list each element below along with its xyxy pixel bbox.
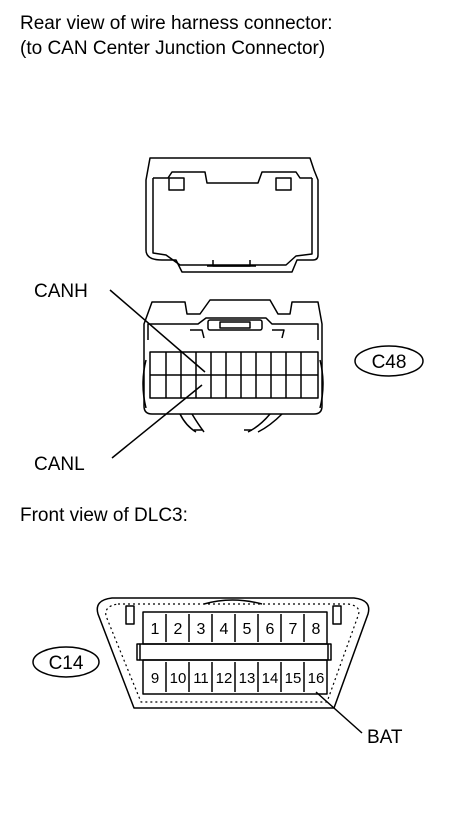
dlc3-bottom-row-dividers [165,662,305,692]
bat-leader-line [315,691,363,734]
harness-connector-body [142,299,324,433]
pin-label: 1 [151,621,160,638]
pin-label: 6 [266,621,275,638]
canl-leader-line [111,384,203,459]
caption-rear-view-line1: Rear view of wire harness connector: [20,13,333,34]
pin-label: 12 [216,670,233,687]
pin-label: 3 [197,621,206,638]
caption-front-view: Front view of DLC3: [20,505,188,526]
pin-label: 9 [151,670,159,687]
c48-label-ellipse [354,345,424,377]
pin-label: 15 [285,670,302,687]
pin-label: 2 [174,621,183,638]
pin-label: 4 [220,621,229,638]
dlc3-connector [96,597,370,709]
pin-label: 16 [308,670,325,687]
connector-code-c48: C48 [372,352,407,373]
callout-canh: CANH [34,281,88,302]
pin-label: 8 [312,621,321,638]
pin-label: 7 [289,621,298,638]
c14-label-ellipse [32,646,100,678]
connector-code-c14: C14 [49,653,84,674]
pin-label: 5 [243,621,252,638]
callout-bat: BAT [367,727,403,748]
caption-rear-view-line2: (to CAN Center Junction Connector) [20,38,326,59]
canh-leader-line [109,289,206,373]
dlc3-top-row-dividers [165,614,305,642]
pin-label: 11 [193,670,209,687]
pin-label: 13 [239,670,256,687]
pin-label: 14 [262,670,279,687]
harness-connector-cover [145,157,319,273]
callout-canl: CANL [34,454,85,475]
pin-label: 10 [170,670,187,687]
